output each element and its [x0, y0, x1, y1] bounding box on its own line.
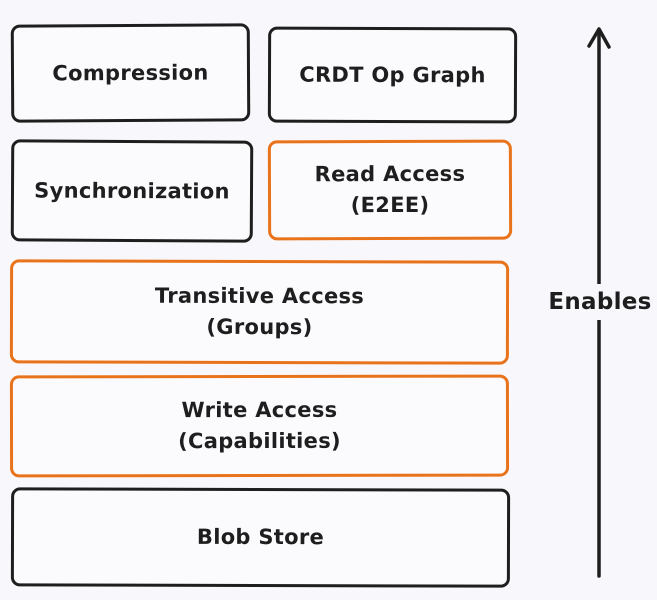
compression-label: Compression [52, 60, 209, 85]
read-access-label: Read Access [314, 161, 466, 187]
arrow-head-icon [587, 27, 611, 49]
enables-label: Enables [545, 284, 655, 320]
transitive-access-sublabel: (Groups) [206, 314, 313, 340]
transitive-access-box: Transitive Access (Groups) [9, 259, 510, 365]
blob-store-label: Blob Store [196, 524, 325, 550]
crdt-op-graph-label: CRDT Op Graph [299, 62, 486, 87]
blob-store-box: Blob Store [10, 487, 511, 588]
compression-box: Compression [10, 23, 251, 123]
synchronization-label: Synchronization [34, 177, 230, 204]
write-access-label: Write Access [181, 397, 338, 423]
transitive-access-label: Transitive Access [154, 283, 365, 309]
write-access-box: Write Access (Capabilities) [9, 374, 510, 478]
enables-arrow [587, 27, 611, 578]
synchronization-box: Synchronization [10, 139, 254, 243]
write-access-sublabel: (Capabilities) [178, 428, 341, 454]
read-access-sublabel: (E2EE) [350, 192, 430, 218]
crdt-op-graph-box: CRDT Op Graph [267, 26, 518, 124]
read-access-box: Read Access (E2EE) [267, 139, 513, 241]
